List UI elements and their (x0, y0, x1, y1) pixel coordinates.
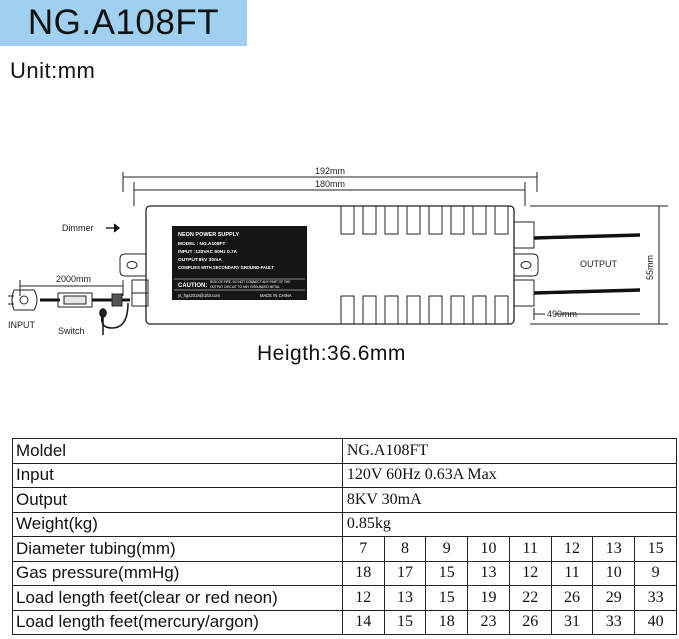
label-plate (172, 226, 307, 300)
table-row: Output 8KV 30mA (12, 487, 678, 513)
output-length-label: 490mm (547, 309, 577, 319)
height-note: Heigth:36.6mm (257, 342, 406, 365)
row-label: Gas pressure(mmHg) (12, 560, 343, 586)
row-value: 8KV 30mA (341, 487, 678, 513)
unit-note: Unit:mm (10, 58, 96, 83)
table-cell: 18 (341, 560, 385, 586)
row-label: Output (12, 487, 343, 513)
plate-line-3: INPUT :120VAC 60Hz 0.7A (178, 249, 238, 255)
table-cell: 23 (467, 609, 510, 635)
row-label: Moldel (12, 438, 343, 464)
table-cell: 15 (383, 609, 427, 635)
plate-line-2: MODEL : NG.A108FT (178, 241, 225, 247)
output-label: OUTPUT (580, 259, 618, 269)
switch-icon (57, 292, 123, 308)
row-value: 120V 60Hz 0.63A Max (341, 462, 678, 488)
table-cell: 33 (634, 585, 677, 611)
row-label: Input (12, 462, 343, 488)
table-row: Gas pressure(mmHg) 18 17 15 13 12 11 10 … (12, 560, 677, 586)
table-cell: 15 (425, 585, 469, 611)
switch-label: Switch (58, 326, 85, 335)
table-cell: 26 (550, 585, 594, 611)
table-cell: 10 (467, 536, 510, 562)
plate-email: yt_hgs2018@163.com (178, 293, 220, 298)
table-row: Weight(kg) 0.85kg (12, 511, 678, 537)
table-cell: 14 (341, 609, 385, 635)
table-cell: 15 (634, 536, 677, 562)
table-cell: 7 (341, 536, 385, 562)
row-value: 0.85kg (341, 511, 678, 537)
plate-made-in: MADE IN CHINA (260, 293, 292, 298)
table-cell: 17 (383, 560, 427, 586)
row-label: Weight(kg) (12, 511, 343, 537)
table-cell: 13 (467, 560, 510, 586)
table-row: Load length feet(clear or red neon) 12 1… (12, 585, 677, 611)
table-cell: 9 (425, 536, 469, 562)
table-cell: 12 (508, 560, 552, 586)
height-dim-label: 55mm (645, 255, 655, 280)
row-label: Load length feet(mercury/argon) (12, 609, 343, 635)
table-cell: 15 (425, 560, 469, 586)
plate-line-1: NEON POWER SUPPLY (178, 232, 240, 238)
table-cell: 29 (592, 585, 636, 611)
table-cell: 11 (508, 536, 552, 562)
plate-line-4: OUTPUT:8kV 30mA (178, 257, 222, 263)
row-label: Diameter tubing(mm) (12, 536, 343, 562)
ground-wire (99, 302, 129, 335)
table-row: Moldel NG.A108FT (12, 438, 678, 464)
row-value: NG.A108FT (341, 438, 678, 464)
table-cell: 11 (550, 560, 594, 586)
spec-table: Moldel NG.A108FT Input 120V 60Hz 0.63A M… (12, 438, 678, 635)
table-row: Load length feet(mercury/argon) 14 15 18… (12, 609, 677, 635)
table-cell: 9 (634, 560, 677, 586)
row-label: Load length feet(clear or red neon) (12, 585, 343, 611)
output-cables (533, 233, 641, 296)
table-row: Diameter tubing(mm) 7 8 9 10 11 12 13 15 (12, 536, 677, 562)
table-cell: 22 (508, 585, 552, 611)
table-cell: 18 (425, 609, 469, 635)
input-plug-icon (8, 289, 38, 311)
plate-line-5: COMPLIES WITH SECONDARY GROUND-FAULT (178, 265, 274, 270)
table-cell: 13 (383, 585, 427, 611)
table-row: Input 120V 60Hz 0.63A Max (12, 462, 678, 488)
table-cell: 13 (592, 536, 636, 562)
title-banner: NG.A108FT (0, 0, 247, 46)
table-cell: 8 (383, 536, 427, 562)
table-cell: 33 (592, 609, 636, 635)
model-title: NG.A108FT (27, 3, 220, 42)
table-cell: 40 (634, 609, 677, 635)
table-cell: 31 (550, 609, 594, 635)
dimension-drawing: 192mm 180mm Dimmer 2000mm INPUT Switch O… (8, 166, 668, 335)
input-label: INPUT (8, 320, 36, 330)
table-cell: 26 (508, 609, 552, 635)
dim-body-label: 180mm (315, 179, 345, 189)
table-cell: 19 (467, 585, 510, 611)
table-cell: 12 (550, 536, 594, 562)
plate-caution-text-1: RISK OF FIRE. DO NOT CONNECT ANY PART OF… (210, 280, 290, 284)
plate-caution-text-2: OUTPUT CIRCUIT TO ANY GROUNDED METAL (210, 285, 280, 289)
plate-caution: CAUTION: (178, 283, 207, 289)
dim-total-label: 192mm (315, 166, 345, 176)
dimmer-label: Dimmer (62, 223, 94, 233)
table-cell: 10 (592, 560, 636, 586)
table-cell: 12 (341, 585, 385, 611)
cable-length-label: 2000mm (56, 274, 91, 284)
